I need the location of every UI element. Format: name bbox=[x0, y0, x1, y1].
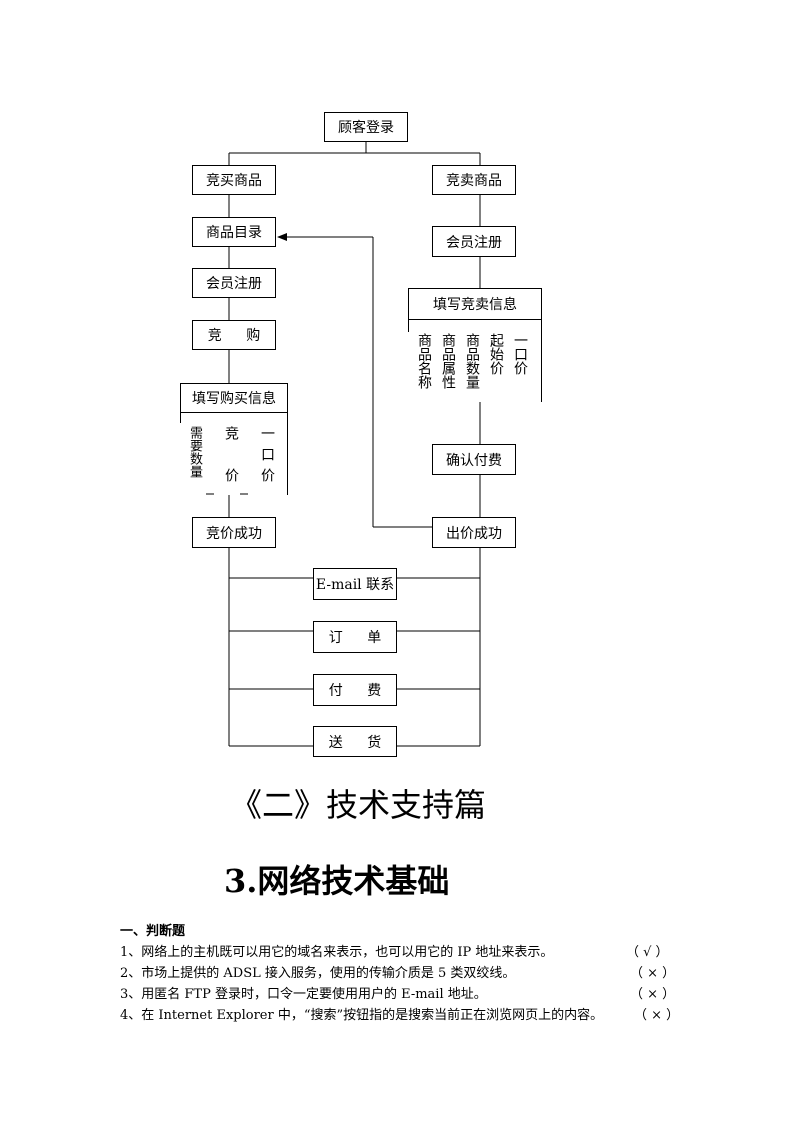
answer-3: （ × ） bbox=[630, 987, 676, 1002]
buy-field-qty: 需要数量 bbox=[187, 426, 202, 478]
buy-field-fixed-price: 一口价 bbox=[259, 426, 275, 489]
deliver-box: 送 货 bbox=[313, 726, 397, 757]
flowchart-connectors bbox=[206, 141, 481, 747]
fill-sell-info-header: 填写竞卖信息 bbox=[408, 288, 542, 320]
sell-field-qty: 商品数量 bbox=[464, 333, 480, 389]
sell-info-bracket bbox=[408, 320, 542, 402]
buy-goods-box: 竞买商品 bbox=[192, 165, 276, 195]
answer-4: （ × ） bbox=[634, 1008, 680, 1023]
offer-success-box: 出价成功 bbox=[432, 517, 516, 548]
bid-box: 竞 购 bbox=[192, 320, 276, 350]
bid-success-box: 竞价成功 bbox=[192, 517, 276, 548]
answer-2: （ × ） bbox=[630, 966, 676, 981]
register-right-box: 会员注册 bbox=[432, 226, 516, 257]
part-heading: 《二》技术支持篇 bbox=[230, 786, 487, 824]
order-box: 订 单 bbox=[313, 621, 397, 653]
flowchart: 顾客登录 竞买商品 竞卖商品 商品目录 会员注册 会员注册 竞 购 填写竞卖信息… bbox=[180, 112, 542, 757]
sell-field-attr: 商品属性 bbox=[440, 333, 456, 389]
question-3: 3、用匿名 FTP 登录时，口令一定要使用用户的 E-mail 地址。 bbox=[120, 987, 487, 1002]
question-2: 2、市场上提供的 ADSL 接入服务，使用的传输介质是 5 类双绞线。 bbox=[120, 966, 516, 981]
register-left-box: 会员注册 bbox=[192, 268, 276, 298]
sell-field-name: 商品名称 bbox=[416, 333, 432, 389]
login-box: 顾客登录 bbox=[324, 112, 408, 142]
sell-goods-box: 竞卖商品 bbox=[432, 165, 516, 195]
pay-box: 付 费 bbox=[313, 674, 397, 706]
section-title: 一、判断题 bbox=[120, 924, 186, 939]
chapter-heading: 3.网络技术基础 bbox=[224, 862, 450, 900]
buy-info-left-tick bbox=[180, 413, 181, 423]
sell-field-fixed-price: 一口价 bbox=[512, 333, 528, 375]
sell-field-start-price: 起始价 bbox=[488, 333, 504, 375]
question-4: 4、在 Internet Explorer 中，“搜索”按钮指的是搜索当前正在浏… bbox=[120, 1008, 604, 1023]
email-box: E-mail 联系 bbox=[313, 568, 397, 600]
sell-info-left-tick bbox=[408, 320, 410, 332]
fill-buy-info-header: 填写购买信息 bbox=[180, 383, 288, 413]
question-1: 1、网络上的主机既可以用它的域名来表示，也可以用它的 IP 地址来表示。 bbox=[120, 945, 554, 960]
confirm-pay-box: 确认付费 bbox=[432, 444, 516, 475]
buy-info-bracket bbox=[180, 413, 288, 495]
answer-1: （ √ ） bbox=[626, 945, 669, 960]
buy-field-bid: 竞价 bbox=[223, 426, 239, 510]
catalog-box: 商品目录 bbox=[192, 217, 276, 247]
